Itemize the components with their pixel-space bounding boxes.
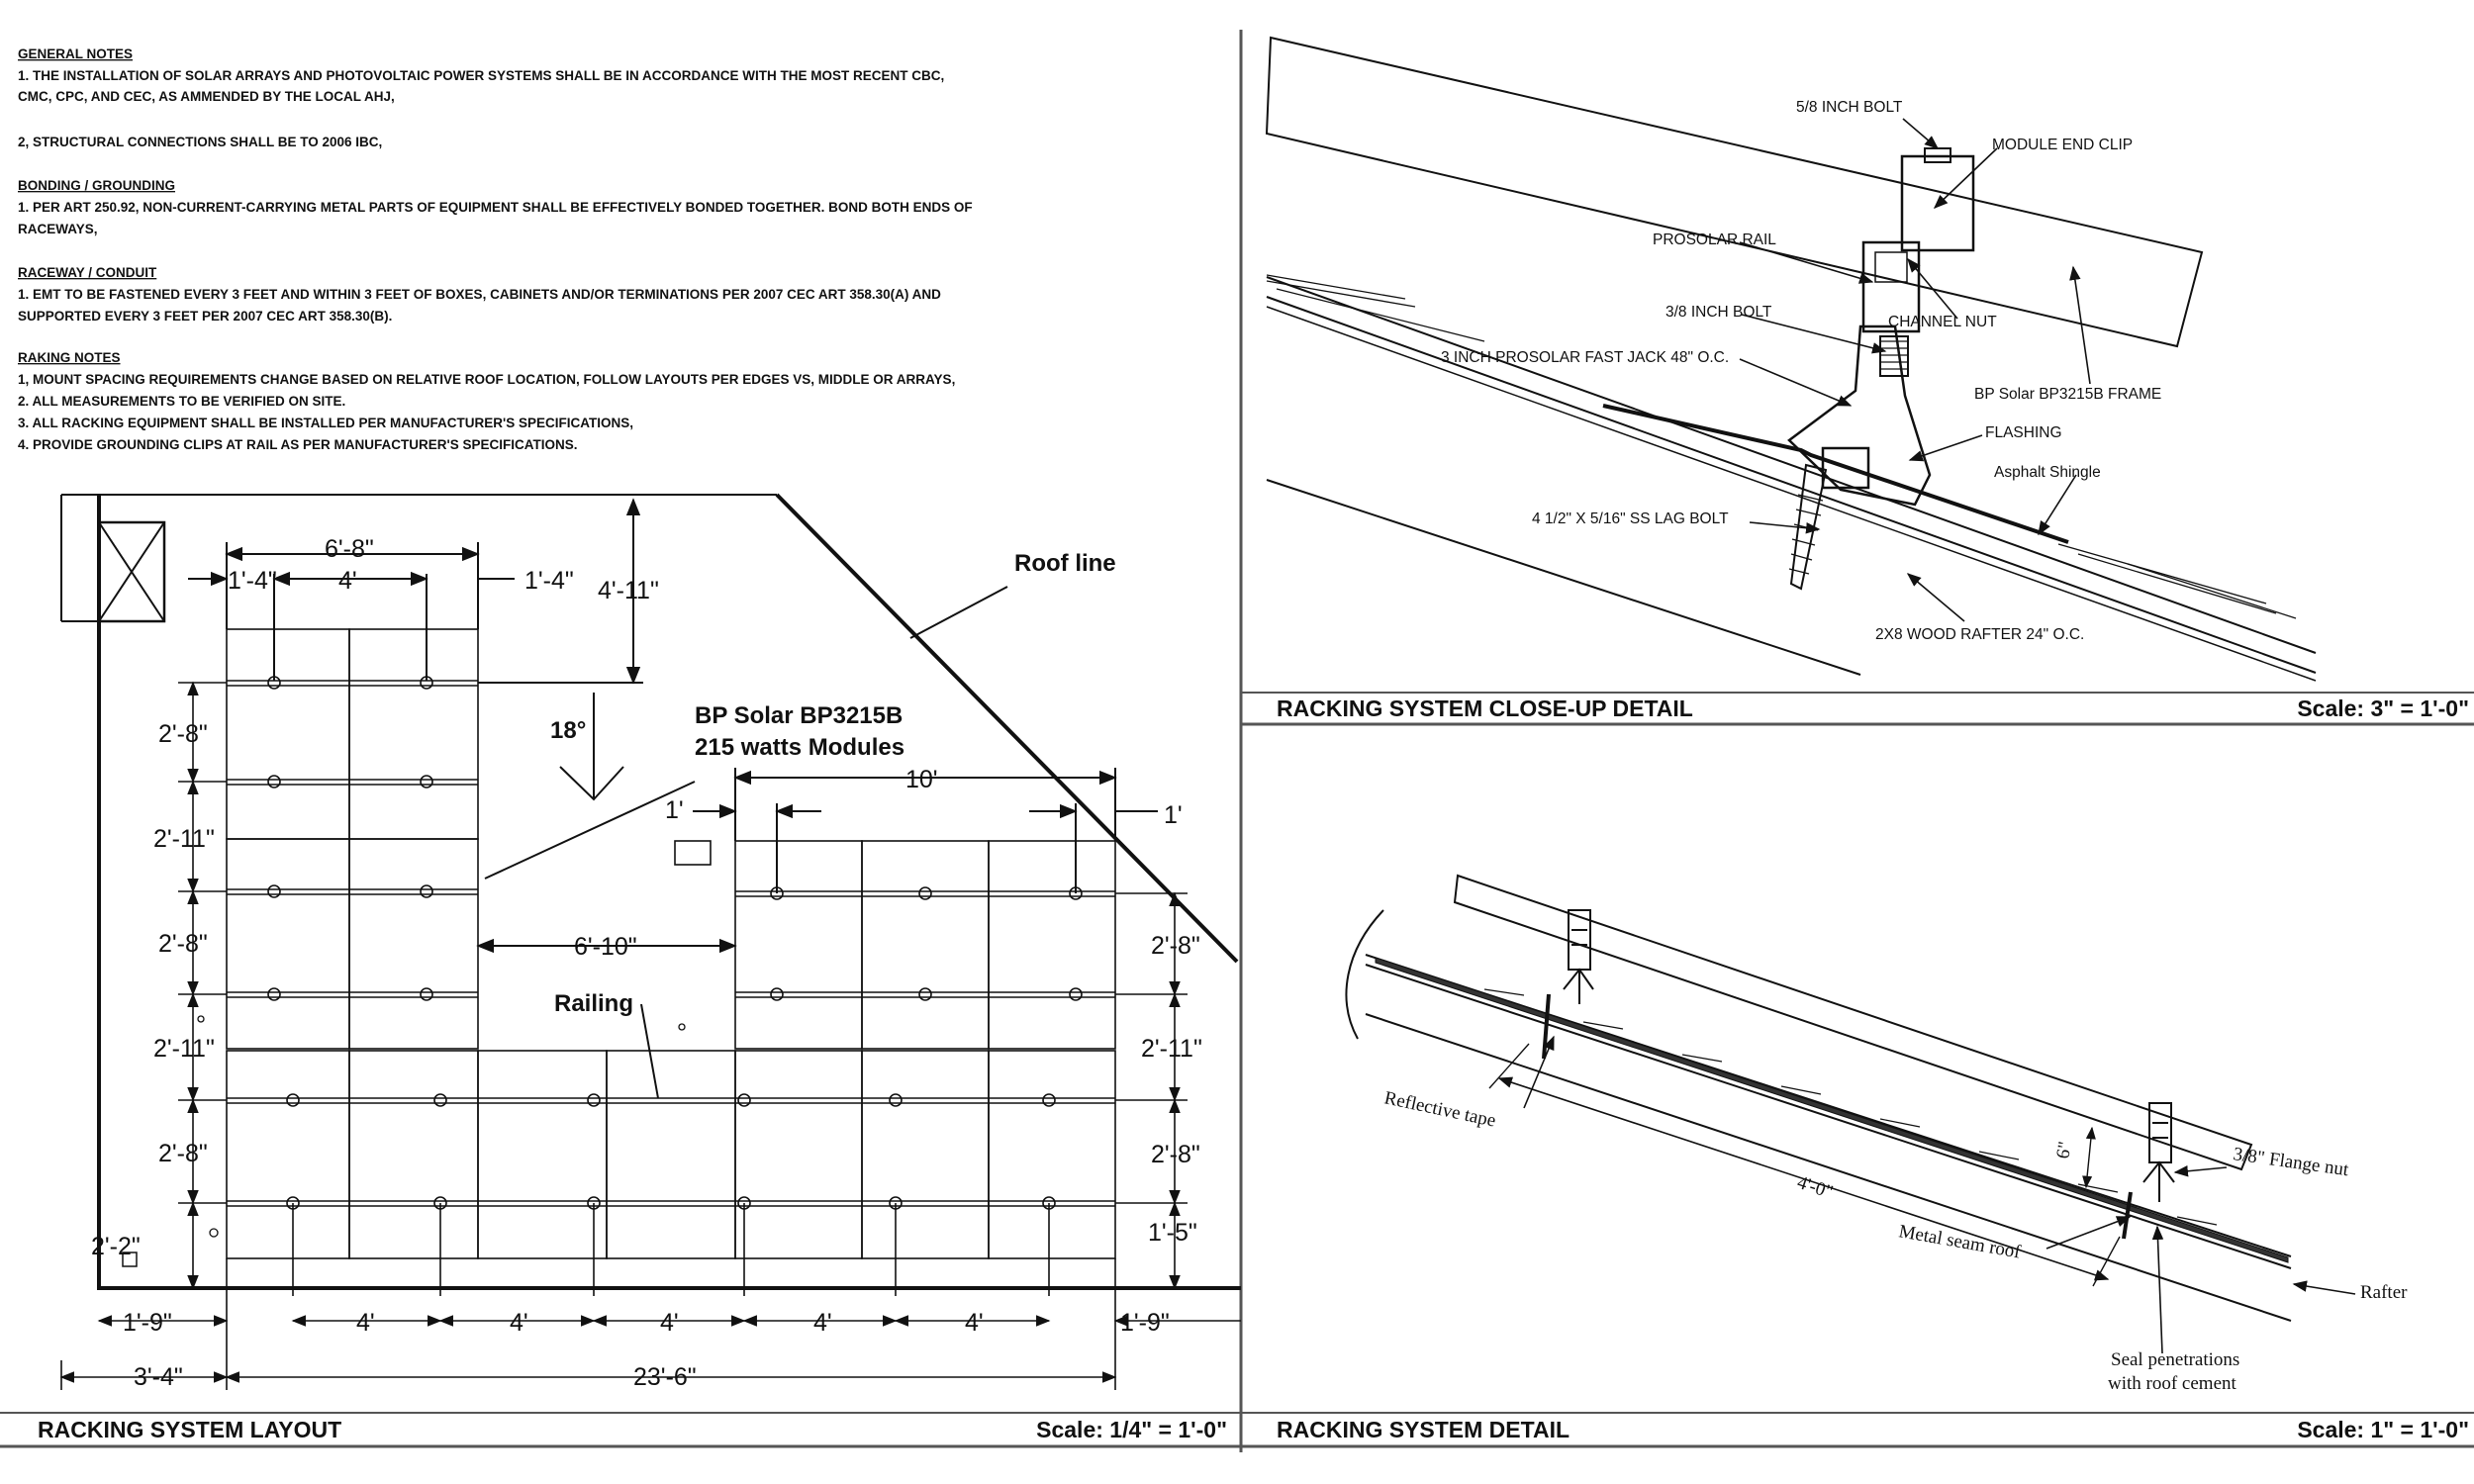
roof-hip-line: [775, 493, 1239, 964]
railing-label: Railing: [554, 990, 633, 1017]
dim-bottom-23-6: 23'-6": [633, 1363, 697, 1391]
closeup-label-flashing: FLASHING: [1985, 424, 2062, 441]
notes-block: GENERAL NOTES 1. THE INSTALLATION OF SOL…: [18, 46, 973, 452]
raceway-notes-heading: RACEWAY / CONDUIT: [18, 265, 157, 280]
closeup-label-fast-jack: 3 INCH PROSOLAR FAST JACK 48" O.C.: [1441, 349, 1729, 366]
dim-right-1-left: 1': [665, 796, 684, 824]
module-array-bottom: [226, 1050, 1116, 1296]
detail-label-6-inch: 6": [2052, 1140, 2076, 1160]
dim-left-2-8-b: 2'-8": [158, 930, 208, 958]
detail-scale: Scale: 1" = 1'-0": [2297, 1417, 2469, 1442]
raking-notes-line-3: 3. ALL RACKING EQUIPMENT SHALL BE INSTAL…: [18, 416, 633, 430]
racking-detail-drawing: [1345, 874, 2356, 1354]
closeup-label-bolt-5-8: 5/8 INCH BOLT: [1796, 99, 1903, 116]
layout-scale: Scale: 1/4" = 1'-0": [1036, 1417, 1227, 1442]
dim-bottom-4-4: 4': [813, 1309, 832, 1337]
closeup-label-channel-nut: CHANNEL NUT: [1888, 314, 1997, 330]
dim-right-2-8-b: 2'-8": [1151, 1141, 1200, 1168]
raceway-notes-line-1: 1. EMT TO BE FASTENED EVERY 3 FEET AND W…: [18, 287, 941, 302]
detail-label-flange-nut: 3/8" Flange nut: [2232, 1144, 2350, 1180]
dim-mid-6-10: 6'-10": [574, 933, 637, 961]
closeup-title: RACKING SYSTEM CLOSE-UP DETAIL: [1277, 696, 1693, 721]
detail-label-seal-2: with roof cement: [2108, 1373, 2237, 1394]
racking-layout-plan: [59, 493, 1241, 1390]
bonding-notes-line-1: 1. PER ART 250.92, NON-CURRENT-CARRYING …: [18, 200, 973, 215]
dim-right-1-5: 1'-5": [1148, 1219, 1197, 1247]
skylight-box: [674, 840, 712, 866]
general-notes-line-3: 2, STRUCTURAL CONNECTIONS SHALL BE TO 20…: [18, 135, 382, 149]
closeup-label-shingle: Asphalt Shingle: [1994, 464, 2101, 481]
dim-bottom-4-1: 4': [356, 1309, 375, 1337]
closeup-labels: 5/8 INCH BOLT MODULE END CLIP PROSOLAR R…: [1277, 99, 2469, 721]
dim-left-2-11-b: 2'-11": [153, 1035, 215, 1063]
dim-bottom-3-4: 3'-4": [134, 1363, 183, 1391]
dim-bottom-4-3: 4': [660, 1309, 679, 1337]
bonding-notes-line-2: RACEWAYS,: [18, 222, 98, 236]
roof-line-label: Roof line: [1014, 550, 1116, 577]
dim-left-2-2: 2'-2": [91, 1233, 141, 1260]
dim-right-2-8-a: 2'-8": [1151, 932, 1200, 960]
raking-notes-heading: RAKING NOTES: [18, 350, 121, 365]
dim-top-1-4-left: 1'-4": [228, 567, 277, 595]
module-array-right: [734, 840, 1116, 1050]
bonding-notes-heading: BONDING / GROUNDING: [18, 178, 175, 193]
dim-left-2-8-c: 2'-8": [158, 1140, 208, 1167]
module-array-left: [226, 628, 479, 1050]
roof-vent-box: [97, 520, 166, 623]
dim-bottom-4-5: 4': [965, 1309, 984, 1337]
closeup-detail-drawing: [1265, 36, 2317, 682]
detail-label-rafter: Rafter: [2360, 1282, 2408, 1303]
closeup-label-frame: BP Solar BP3215B FRAME: [1974, 386, 2161, 403]
closeup-label-prosolar-rail: PROSOLAR RAIL: [1653, 232, 1776, 248]
detail-title: RACKING SYSTEM DETAIL: [1277, 1417, 1570, 1442]
closeup-label-end-clip: MODULE END CLIP: [1992, 137, 2133, 153]
closeup-label-rafter: 2X8 WOOD RAFTER 24" O.C.: [1875, 626, 2084, 643]
layout-title: RACKING SYSTEM LAYOUT: [38, 1417, 341, 1442]
roof-outline: [97, 495, 1241, 1290]
dim-right-1-right: 1': [1164, 801, 1183, 829]
general-notes-heading: GENERAL NOTES: [18, 46, 133, 61]
closeup-label-lag-bolt: 4 1/2" X 5/16" SS LAG BOLT: [1532, 510, 1729, 527]
detail-label-metal-seam-roof: Metal seam roof: [1897, 1221, 2023, 1262]
module-label-line-2: 215 watts Modules: [695, 734, 904, 761]
detail-label-reflective-tape: Reflective tape: [1382, 1087, 1497, 1131]
racking-detail-footer: RACKING SYSTEM DETAIL Scale: 1" = 1'-0": [1277, 1417, 2469, 1442]
dim-bottom-1-9-right: 1'-9": [1120, 1309, 1170, 1337]
module-label-line-1: BP Solar BP3215B: [695, 702, 903, 729]
dim-right-2-11: 2'-11": [1141, 1035, 1202, 1063]
dim-top-4-11: 4'-11": [598, 577, 659, 604]
roof-pitch-label: 18°: [550, 717, 586, 744]
raceway-notes-line-2: SUPPORTED EVERY 3 FEET PER 2007 CEC ART …: [18, 309, 392, 324]
sheet-frame: [0, 30, 2474, 1452]
dim-top-1-4-right: 1'-4": [524, 567, 574, 595]
dim-bottom-1-9-left: 1'-9": [123, 1309, 172, 1337]
dim-right-10: 10': [905, 766, 938, 793]
raking-notes-line-2: 2. ALL MEASUREMENTS TO BE VERIFIED ON SI…: [18, 394, 345, 409]
dim-left-2-11-a: 2'-11": [153, 825, 215, 853]
dim-left-2-8-a: 2'-8": [158, 720, 208, 748]
general-notes-line-1: 1. THE INSTALLATION OF SOLAR ARRAYS AND …: [18, 68, 944, 83]
general-notes-line-2: CMC, CPC, AND CEC, AS AMMENDED BY THE LO…: [18, 89, 395, 104]
dim-top-6-8: 6'-8": [325, 535, 374, 563]
closeup-label-bolt-3-8: 3/8 INCH BOLT: [1665, 304, 1772, 321]
detail-label-seal-1: Seal penetrations: [2111, 1349, 2239, 1370]
dim-bottom-4-2: 4': [510, 1309, 528, 1337]
racking-layout-labels: Roof line BP Solar BP3215B 215 watts Mod…: [38, 535, 1227, 1442]
raking-notes-line-4: 4. PROVIDE GROUNDING CLIPS AT RAIL AS PE…: [18, 437, 578, 452]
detail-label-4-0: 4'-0": [1794, 1172, 1835, 1203]
raking-notes-line-1: 1, MOUNT SPACING REQUIREMENTS CHANGE BAS…: [18, 372, 955, 387]
dim-top-4: 4': [338, 567, 357, 595]
closeup-scale: Scale: 3" = 1'-0": [2297, 696, 2469, 721]
